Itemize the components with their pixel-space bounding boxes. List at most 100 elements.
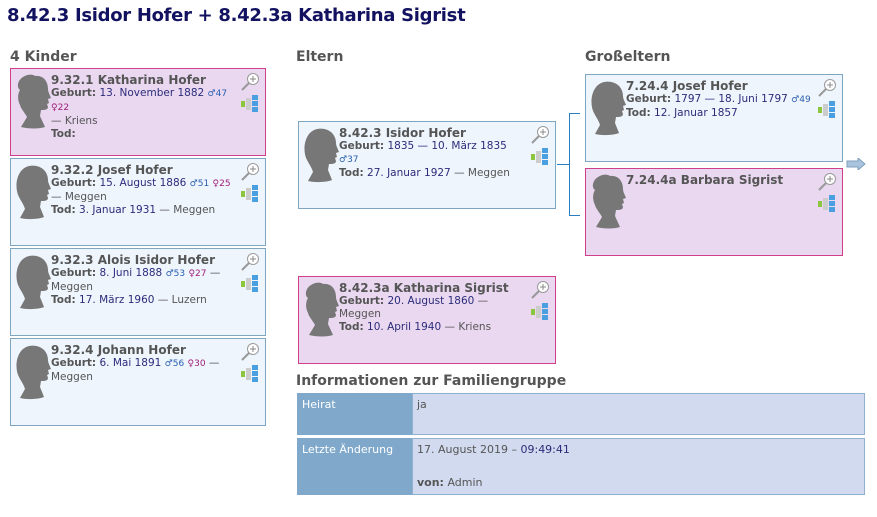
marriage-label: Heirat [297, 393, 412, 435]
person-name[interactable]: 8.42.3 Isidor Hofer [339, 126, 466, 140]
zoom-icon[interactable] [817, 172, 837, 192]
father-age: ♂47 [207, 89, 228, 99]
person-name[interactable]: 7.24.4 Josef Hofer [626, 79, 748, 93]
birth-date: 6. Mai 1891 [99, 357, 162, 369]
death-date: 12. Januar 1857 [654, 107, 738, 119]
changed-by-label: von: [417, 476, 444, 489]
female-silhouette-icon [590, 174, 628, 230]
birth-label: Geburt: [339, 140, 385, 152]
child-card[interactable]: 9.32.4 Johann Hofer Geburt: 6. Mai 1891 … [10, 338, 266, 426]
death-date: 10. April 1940 [367, 321, 442, 333]
grandmother-card[interactable]: 7.24.4a Barbara Sigrist [585, 168, 843, 256]
female-silhouette-icon [15, 74, 53, 130]
birth-place: — Kriens [51, 115, 98, 127]
mother-age: ♀27 [188, 269, 207, 279]
person-name[interactable]: 8.42.3a Katharina Sigrist [339, 281, 509, 295]
father-card[interactable]: 8.42.3 Isidor Hofer Geburt: 1835 — 10. M… [298, 121, 556, 209]
male-silhouette-icon [590, 80, 628, 136]
death-date: 3. Januar 1931 [79, 204, 157, 216]
birth-label: Geburt: [339, 295, 385, 307]
zoom-icon[interactable] [240, 342, 260, 362]
birth-place: — Meggen [51, 357, 220, 383]
male-silhouette-icon [15, 254, 53, 310]
last-change-row: Letzte Änderung 17. August 2019 – 09:49:… [297, 438, 865, 495]
death-label: Tod: [626, 107, 651, 119]
birth-date: 13. November 1882 [99, 87, 205, 99]
female-silhouette-icon [303, 282, 341, 338]
birth-place: — Meggen [51, 267, 221, 293]
mother-card[interactable]: 8.42.3a Katharina Sigrist Geburt: 20. Au… [298, 276, 556, 364]
zoom-icon[interactable] [240, 72, 260, 92]
death-label: Tod: [51, 128, 76, 140]
person-name[interactable]: 9.32.1 Katharina Hofer [51, 73, 206, 87]
death-place: — Luzern [157, 294, 207, 306]
changed-by-value: Admin [447, 476, 483, 489]
family-tree-icon[interactable] [531, 148, 549, 166]
mother-age: ♀25 [212, 179, 231, 189]
marriage-value: ja [412, 393, 865, 435]
birth-label: Geburt: [626, 93, 672, 105]
family-tree-icon[interactable] [241, 95, 259, 113]
person-name[interactable]: 9.32.3 Alois Isidor Hofer [51, 253, 215, 267]
zoom-icon[interactable] [530, 280, 550, 300]
male-silhouette-icon [15, 344, 53, 400]
male-silhouette-icon [303, 127, 341, 183]
family-tree-icon[interactable] [531, 303, 549, 321]
marriage-row: Heirat ja [297, 393, 865, 435]
birth-place: — Meggen [339, 295, 489, 320]
zoom-icon[interactable] [817, 78, 837, 98]
person-name[interactable]: 7.24.4a Barbara Sigrist [626, 173, 784, 187]
grandparents-heading: Großeltern [585, 49, 671, 65]
family-tree-icon[interactable] [241, 365, 259, 383]
death-label: Tod: [339, 321, 364, 333]
zoom-icon[interactable] [240, 252, 260, 272]
family-info-table: Heirat ja Letzte Änderung 17. August 201… [297, 390, 865, 498]
children-heading: 4 Kinder [10, 49, 77, 65]
mother-age: ♀22 [51, 103, 70, 113]
next-generation-arrow-icon[interactable] [846, 158, 866, 170]
father-age: ♂53 [165, 269, 186, 279]
birth-place: — Meggen [51, 191, 107, 203]
birth-date: 1797 — 18. Juni 1797 [674, 93, 788, 105]
child-card[interactable]: 9.32.2 Josef Hofer Geburt: 15. August 18… [10, 158, 266, 246]
family-tree-icon[interactable] [818, 195, 836, 213]
parents-heading: Eltern [296, 49, 344, 65]
birth-date: 20. August 1860 [387, 295, 475, 307]
person-name[interactable]: 9.32.2 Josef Hofer [51, 163, 173, 177]
connector-line [557, 164, 569, 165]
family-tree-icon[interactable] [818, 101, 836, 119]
death-place: — Meggen [159, 204, 216, 216]
male-silhouette-icon [15, 164, 53, 220]
grandfather-card[interactable]: 7.24.4 Josef Hofer Geburt: 1797 — 18. Ju… [585, 74, 843, 162]
child-card[interactable]: 9.32.3 Alois Isidor Hofer Geburt: 8. Jun… [10, 248, 266, 336]
page-title: 8.42.3 Isidor Hofer + 8.42.3a Katharina … [7, 5, 466, 26]
connector-bracket [569, 113, 580, 216]
birth-label: Geburt: [51, 87, 97, 99]
person-name[interactable]: 9.32.4 Johann Hofer [51, 343, 186, 357]
birth-label: Geburt: [51, 177, 97, 189]
birth-label: Geburt: [51, 357, 97, 369]
father-age: ♂37 [339, 155, 359, 165]
family-tree-icon[interactable] [241, 275, 259, 293]
change-date: 17. August 2019 – [417, 443, 517, 456]
child-card[interactable]: 9.32.1 Katharina Hofer Geburt: 13. Novem… [10, 68, 266, 156]
birth-date: 15. August 1886 [99, 177, 187, 189]
death-label: Tod: [51, 294, 76, 306]
zoom-icon[interactable] [530, 125, 550, 145]
family-info-heading: Informationen zur Familiengruppe [296, 373, 567, 389]
change-time: 09:49:41 [520, 443, 570, 456]
mother-age: ♀30 [187, 359, 206, 369]
father-age: ♂49 [791, 95, 811, 105]
zoom-icon[interactable] [240, 162, 260, 182]
father-age: ♂56 [164, 359, 185, 369]
death-label: Tod: [51, 204, 76, 216]
father-age: ♂51 [189, 179, 210, 189]
birth-date: 8. Juni 1888 [99, 267, 163, 279]
last-change-label: Letzte Änderung [297, 438, 412, 495]
birth-label: Geburt: [51, 267, 97, 279]
death-place: — Kriens [444, 321, 492, 333]
death-place: — Meggen [454, 167, 510, 179]
birth-date: 1835 — 10. März 1835 [387, 140, 507, 152]
family-tree-icon[interactable] [241, 185, 259, 203]
death-label: Tod: [339, 167, 364, 179]
